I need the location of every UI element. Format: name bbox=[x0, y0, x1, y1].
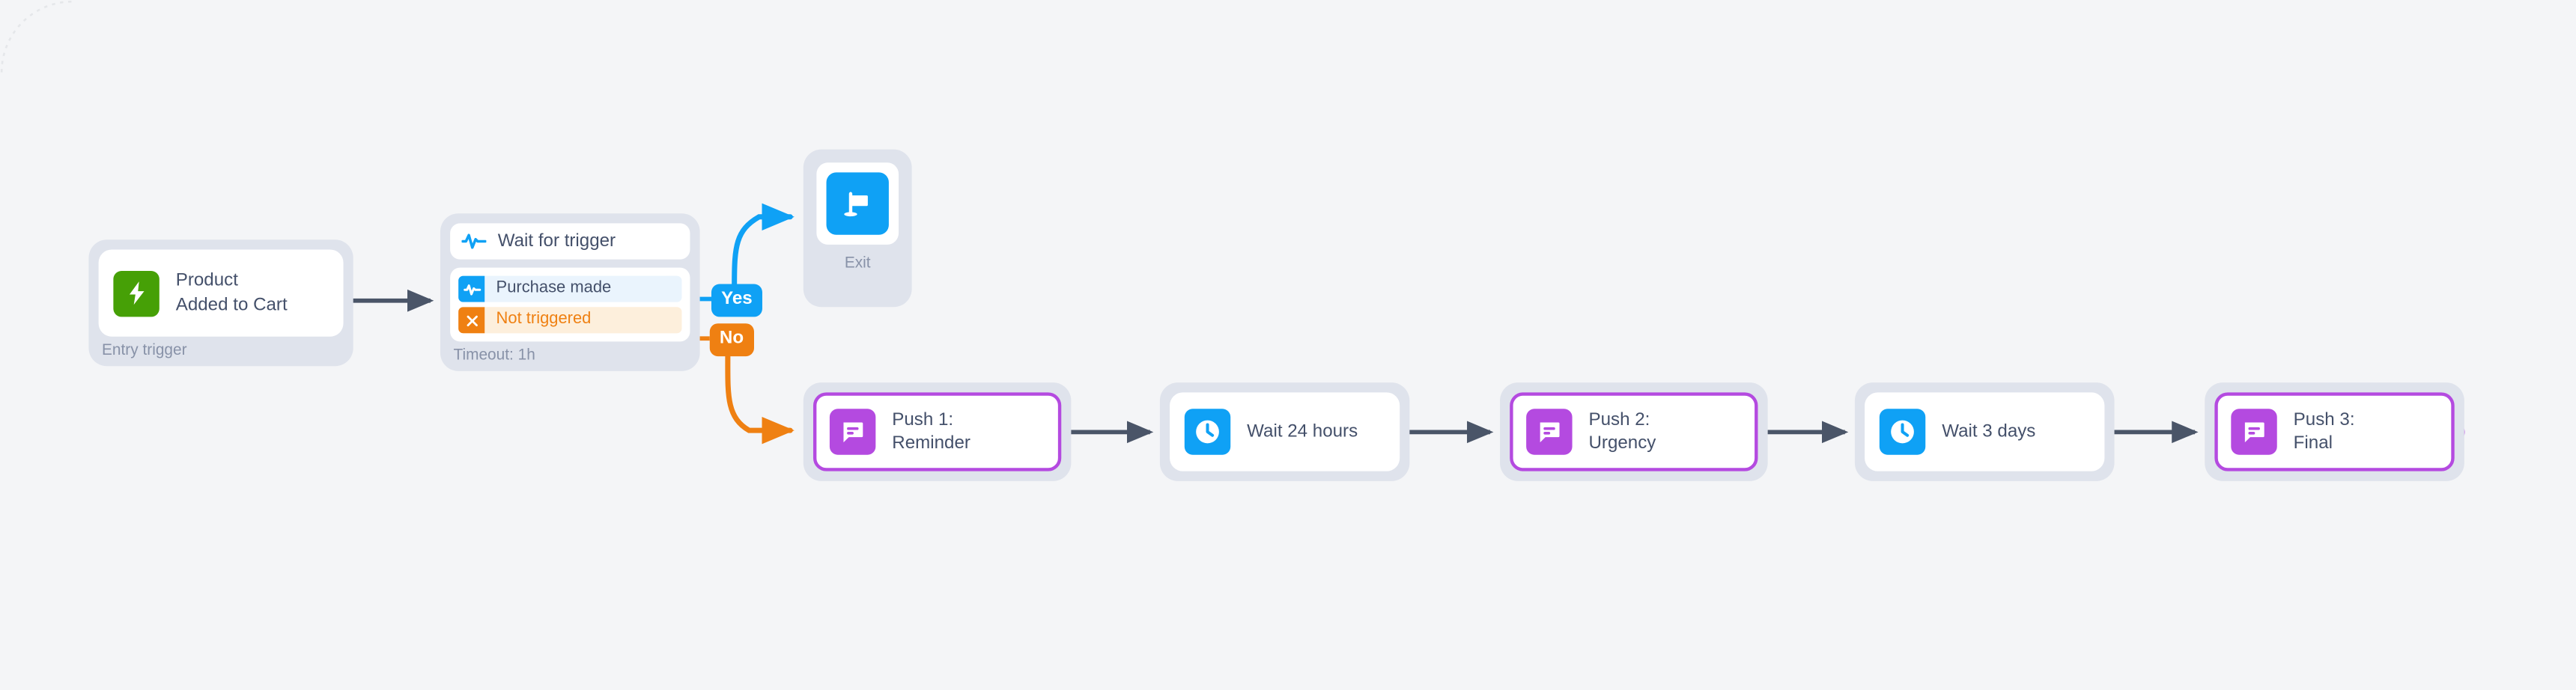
node-entry-trigger[interactable]: Product Added to Cart Entry trigger bbox=[88, 239, 353, 367]
branch-header[interactable]: Wait for trigger bbox=[450, 223, 690, 260]
push3-title: Push 3: Final bbox=[2293, 409, 2355, 454]
wait2-card[interactable]: Wait 3 days bbox=[1865, 392, 2105, 471]
lightning-bolt-icon bbox=[113, 269, 160, 317]
badge-yes[interactable]: Yes bbox=[711, 284, 762, 317]
chat-bubble-icon bbox=[1526, 409, 1573, 455]
activity-pulse-icon bbox=[458, 275, 485, 302]
wait1-title: Wait 24 hours bbox=[1247, 421, 1358, 442]
push3-card[interactable]: Push 3: Final bbox=[2214, 392, 2455, 471]
node-push-1[interactable]: Push 1: Reminder bbox=[803, 382, 1072, 481]
node-exit[interactable]: Exit bbox=[803, 149, 912, 308]
node-wait-for-trigger[interactable]: Wait for trigger Purchase made bbox=[440, 213, 700, 371]
entry-title: Product Added to Cart bbox=[175, 271, 288, 315]
branch-caption: Timeout: 1h bbox=[453, 346, 535, 365]
node-push-2[interactable]: Push 2: Urgency bbox=[1500, 382, 1768, 481]
clock-icon bbox=[1879, 409, 1926, 455]
chat-bubble-icon bbox=[2231, 409, 2277, 455]
branch-row-not-triggered[interactable]: Not triggered bbox=[458, 307, 682, 334]
clock-icon bbox=[1184, 409, 1231, 455]
branch-row-label: Purchase made bbox=[496, 278, 612, 298]
push1-card[interactable]: Push 1: Reminder bbox=[812, 392, 1062, 471]
branch-outcome-list: Purchase made Not triggered bbox=[450, 267, 690, 342]
wait1-card[interactable]: Wait 24 hours bbox=[1170, 392, 1400, 471]
entry-caption: Entry trigger bbox=[102, 341, 187, 360]
chat-bubble-icon bbox=[829, 409, 876, 455]
wait2-title: Wait 3 days bbox=[1942, 421, 2036, 442]
branch-header-label: Wait for trigger bbox=[497, 231, 616, 251]
flag-icon bbox=[826, 172, 889, 235]
exit-card[interactable] bbox=[816, 162, 899, 245]
close-x-icon bbox=[458, 307, 485, 334]
badge-no[interactable]: No bbox=[709, 323, 754, 357]
node-push-3[interactable]: Push 3: Final bbox=[2205, 382, 2464, 481]
push1-title: Push 1: Reminder bbox=[892, 409, 970, 454]
branch-row-label: Not triggered bbox=[496, 310, 592, 329]
activity-pulse-icon bbox=[461, 231, 487, 251]
push2-title: Push 2: Urgency bbox=[1588, 409, 1656, 454]
node-wait-24-hours[interactable]: Wait 24 hours bbox=[1159, 382, 1410, 481]
exit-caption: Exit bbox=[844, 254, 871, 273]
push2-card[interactable]: Push 2: Urgency bbox=[1510, 392, 1758, 471]
branch-row-purchase-made[interactable]: Purchase made bbox=[458, 275, 682, 302]
node-wait-3-days[interactable]: Wait 3 days bbox=[1854, 382, 2115, 481]
entry-card[interactable]: Product Added to Cart bbox=[98, 249, 344, 337]
